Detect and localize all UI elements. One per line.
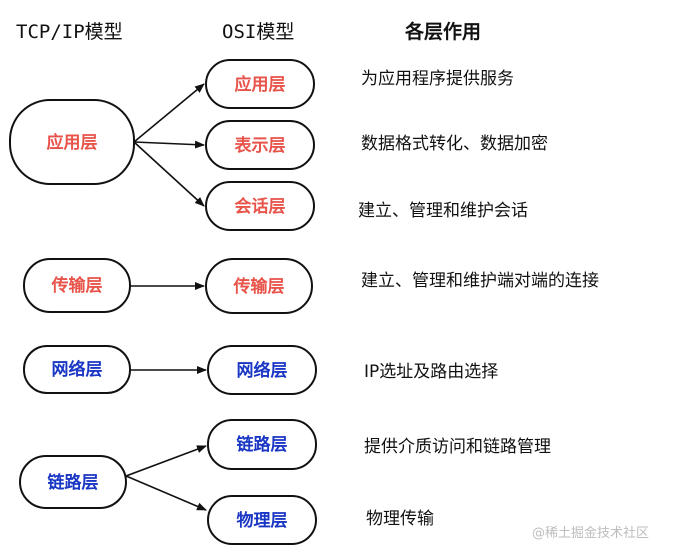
- role-session: 建立、管理和维护会话: [358, 201, 528, 221]
- role-datalink: 提供介质访问和链路管理: [364, 437, 551, 457]
- osi-node-physical: 物理层: [207, 495, 317, 545]
- osi-node-transport: 传输层: [205, 258, 313, 314]
- osi-node-presentation: 表示层: [205, 120, 315, 170]
- osi-network-label: 网络层: [237, 360, 288, 381]
- tcpip-node-application: 应用层: [9, 99, 135, 185]
- tcpip-node-transport: 传输层: [23, 258, 131, 313]
- osi-transport-label: 传输层: [233, 276, 285, 297]
- arrow-t-link-to-o-physical: [125, 475, 207, 511]
- tcpip-transport-label: 传输层: [51, 275, 103, 296]
- role-presentation: 数据格式转化、数据加密: [361, 134, 548, 154]
- arrow-t-app-to-o-app: [133, 83, 205, 143]
- tcpip-node-network: 网络层: [23, 345, 131, 394]
- osi-datalink-label: 链路层: [237, 434, 288, 455]
- role-application: 为应用程序提供服务: [361, 69, 514, 89]
- tcpip-application-label: 应用层: [47, 132, 98, 153]
- osi-node-session: 会话层: [205, 181, 315, 231]
- tcpip-network-label: 网络层: [52, 359, 103, 380]
- role-physical: 物理传输: [366, 509, 434, 529]
- osi-node-network: 网络层: [207, 345, 317, 395]
- osi-application-label: 应用层: [235, 74, 286, 95]
- role-network: IP选址及路由选择: [364, 362, 498, 382]
- osi-physical-label: 物理层: [237, 510, 288, 531]
- osi-node-datalink: 链路层: [207, 419, 317, 470]
- connector-group: [125, 83, 207, 511]
- watermark-text: @稀土掘金技术社区: [532, 525, 649, 541]
- role-transport: 建立、管理和维护端对端的连接: [361, 271, 599, 291]
- arrow-t-link-to-o-datalink: [125, 445, 207, 477]
- osi-presentation-label: 表示层: [235, 135, 286, 156]
- osi-node-application: 应用层: [205, 59, 315, 109]
- tcpip-link-label: 链路层: [48, 472, 99, 493]
- tcpip-node-link: 链路层: [19, 455, 127, 509]
- header-tcpip-model: TCP/IP模型: [16, 21, 123, 43]
- header-osi-model: OSI模型: [222, 21, 294, 43]
- arrow-t-app-to-o-pres: [133, 140, 205, 149]
- osi-session-label: 会话层: [235, 196, 286, 217]
- header-layer-role: 各层作用: [404, 20, 481, 43]
- arrow-t-app-to-o-session: [133, 141, 205, 207]
